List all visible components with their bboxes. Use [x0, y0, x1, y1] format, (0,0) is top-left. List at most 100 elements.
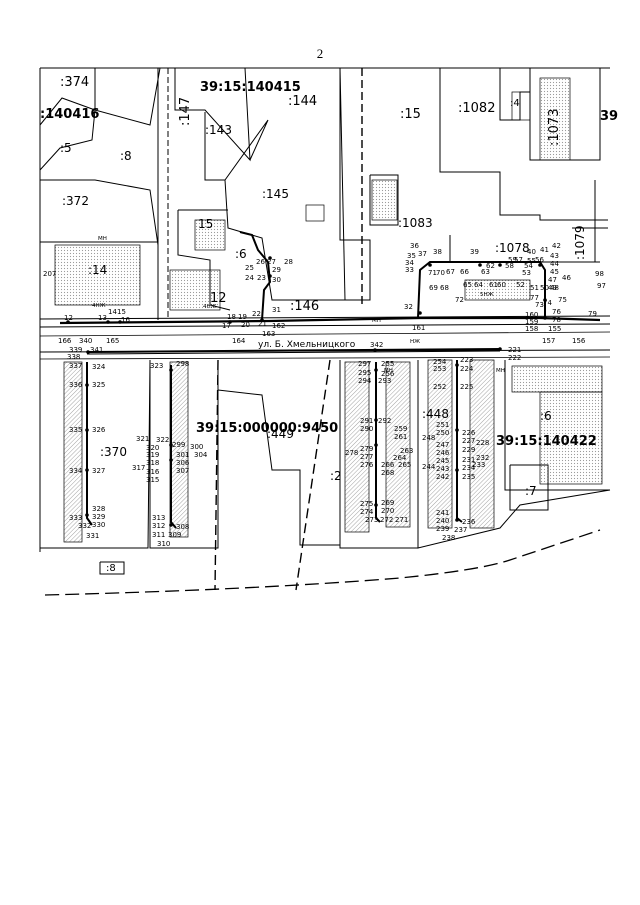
pt-158: 158	[525, 325, 538, 333]
pt-241: 241	[436, 509, 449, 517]
pt-75: 75	[558, 296, 567, 304]
pt-155: 155	[548, 325, 561, 333]
pt-313: 313	[152, 514, 165, 522]
pt-67: 67	[446, 268, 455, 276]
tag-mn-2: МН	[372, 318, 381, 324]
pt-331: 331	[86, 532, 99, 540]
parcel-15: :15	[400, 107, 421, 122]
pt-237: 237	[454, 526, 467, 534]
pt-14: 14	[108, 308, 117, 316]
pt-335: 335	[69, 426, 82, 434]
building-outlines-upper	[54, 77, 571, 311]
pt-292: 292	[378, 417, 391, 425]
building-outlines-lower	[63, 359, 603, 543]
pt-23: 23	[257, 274, 266, 282]
pt-223: 223	[460, 356, 473, 364]
pt-41: 41	[540, 246, 549, 254]
pt-30: 30	[272, 276, 281, 284]
tag-nzh: НЖ	[410, 339, 420, 345]
pt-13: 13	[98, 314, 107, 322]
pt-160: 160	[525, 311, 538, 319]
pt-311: 311	[152, 531, 165, 539]
pt-70: 70	[436, 269, 445, 277]
pt-38: 38	[433, 248, 442, 256]
parcel-1079: :1079	[573, 225, 587, 260]
pt-228: 228	[476, 439, 489, 447]
pt-272: 272	[380, 516, 393, 524]
pt-44: 44	[550, 260, 559, 268]
pt-271: 271	[395, 516, 408, 524]
pt-68: 68	[440, 284, 449, 292]
pt-56: 56	[535, 256, 544, 264]
parcel-143: :143	[205, 123, 232, 137]
pt-29: 29	[272, 266, 281, 274]
parcel-12: 12	[210, 291, 227, 306]
pt-334: 334	[69, 467, 83, 475]
pt-290: 290	[360, 425, 373, 433]
pt-312: 312	[152, 522, 165, 530]
parcel-147: :147	[178, 97, 193, 126]
pt-270: 270	[381, 507, 394, 515]
tag-4nzh-2: 4НЖ	[203, 304, 217, 310]
pt-247: 247	[436, 441, 449, 449]
parcel-7: :7	[525, 484, 537, 498]
pt-246: 246	[436, 449, 450, 457]
pt-299: 299	[172, 441, 185, 449]
pt-342: 342	[370, 341, 383, 349]
pt-279: 279	[360, 445, 373, 453]
pt-304: 304	[194, 451, 208, 459]
tag-mn-4: МН	[496, 368, 505, 374]
pt-301: 301	[176, 451, 189, 459]
pt-66: 66	[460, 268, 469, 276]
tag-mn-3: МН	[384, 368, 393, 374]
pt-325: 325	[92, 381, 105, 389]
pt-252: 252	[433, 383, 446, 391]
pt-264: 264	[393, 454, 407, 462]
pt-42: 42	[552, 242, 561, 250]
pt-16: 16	[121, 316, 130, 324]
pt-298: 298	[176, 360, 189, 368]
pt-55: 55	[527, 257, 536, 265]
tag-mn: МН	[98, 236, 107, 242]
pt-244: 244	[422, 463, 436, 471]
parcel-372: :372	[62, 194, 89, 208]
pt-46: 46	[562, 274, 571, 282]
pt-308: 308	[176, 523, 189, 531]
pt-324: 324	[92, 363, 106, 371]
parcel-1078: :1078	[495, 241, 530, 255]
pt-319: 319	[146, 451, 159, 459]
parcel-370: :370	[100, 445, 127, 459]
pt-310: 310	[157, 540, 170, 548]
pt-24: 24	[245, 274, 254, 282]
pt-295: 295	[358, 369, 371, 377]
survey-lines-lower	[86, 360, 463, 529]
pt-58: 58	[505, 262, 514, 270]
lower-parcels	[39, 359, 611, 596]
pt-17: 17	[222, 322, 231, 330]
parcel-14: :14	[88, 263, 107, 277]
pt-26: 26	[256, 258, 265, 266]
pt-63: 63	[481, 268, 490, 276]
parcel-5: :5	[60, 141, 72, 155]
pt-315: 315	[146, 476, 159, 484]
pt-294: 294	[358, 377, 372, 385]
pt-229: 229	[462, 446, 475, 454]
pt-226: 226	[462, 429, 476, 437]
pt-161: 161	[412, 324, 425, 332]
point-labels: 166 12 13 14 15 16 165 17 18 19 20 21 22…	[43, 242, 606, 548]
pt-300: 300	[190, 443, 203, 451]
pt-278: 278	[345, 449, 358, 457]
pt-22: 22	[252, 310, 261, 318]
pt-159: 159	[525, 318, 538, 326]
quarter-labels: 39:15:140415 39:15:000000:9450 39:15:140…	[196, 80, 597, 449]
lower-road	[39, 348, 611, 360]
pt-242: 242	[436, 473, 449, 481]
pt-225: 225	[460, 383, 473, 391]
quarter-140422: 39:15:140422	[496, 434, 597, 449]
pt-35: 35	[407, 252, 416, 260]
pt-291: 291	[360, 417, 373, 425]
pt-275: 275	[360, 500, 373, 508]
pt-73: 73	[535, 301, 544, 309]
big-labels: :374 :140416 :147 :144 :15 :1082 :1073 3…	[40, 75, 618, 146]
pt-332: 332	[78, 522, 91, 530]
